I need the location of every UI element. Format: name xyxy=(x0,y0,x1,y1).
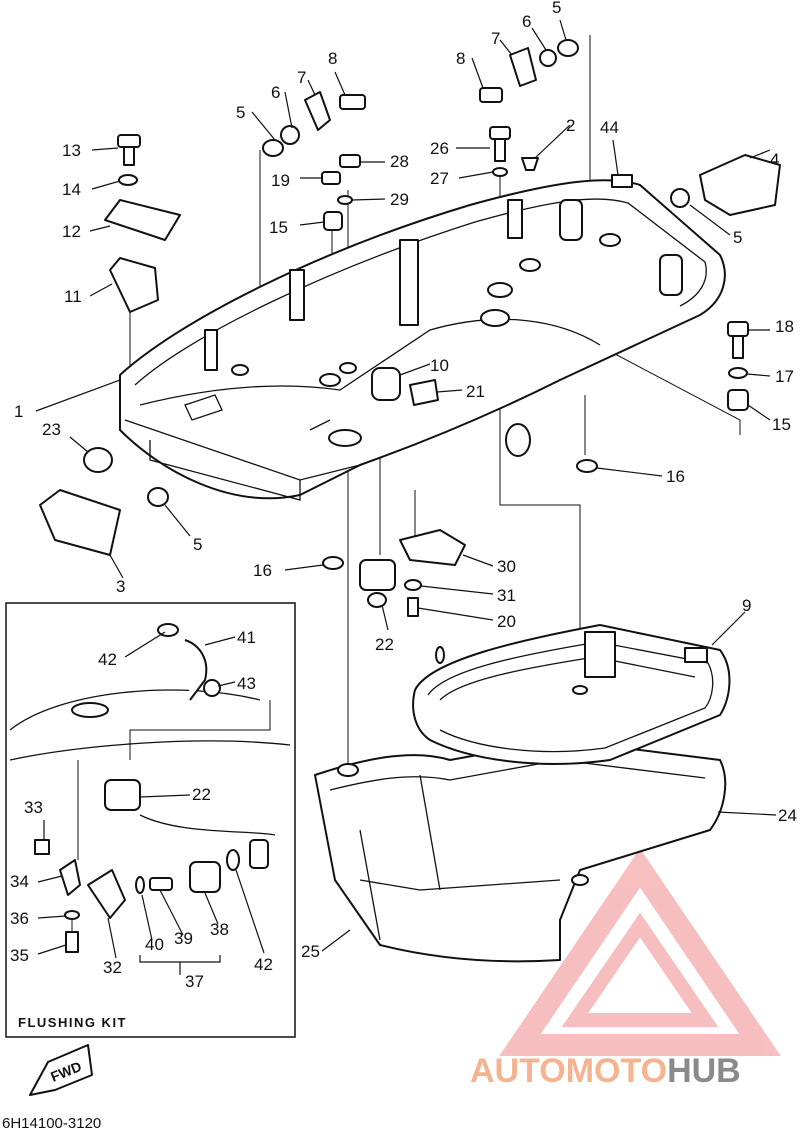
callout-c6a: 6 xyxy=(271,83,280,102)
callout-c2: 2 xyxy=(566,116,575,135)
callout-c24: 24 xyxy=(778,806,797,825)
callout-c18: 18 xyxy=(775,317,794,336)
callout-c7b: 7 xyxy=(491,29,500,48)
callout-c33: 33 xyxy=(24,798,43,817)
callout-c5c: 5 xyxy=(733,228,742,247)
callout-c40: 40 xyxy=(145,935,164,954)
callout-c7a: 7 xyxy=(297,68,306,87)
callout-c3: 3 xyxy=(116,577,125,596)
callout-c16a: 16 xyxy=(253,561,272,580)
fwd-arrow xyxy=(29,1044,93,1096)
callout-c44: 44 xyxy=(600,118,619,137)
callout-c20: 20 xyxy=(497,612,516,631)
callout-c26: 26 xyxy=(430,139,449,158)
callout-c4: 4 xyxy=(770,150,779,169)
callout-c42b: 42 xyxy=(254,955,273,974)
callout-c30: 30 xyxy=(497,557,516,576)
callout-c8b: 8 xyxy=(456,49,465,68)
callout-c5a: 5 xyxy=(236,103,245,122)
callout-c14: 14 xyxy=(62,180,81,199)
callout-c5d: 5 xyxy=(193,535,202,554)
callout-c34: 34 xyxy=(10,872,29,891)
callout-c1: 1 xyxy=(14,402,23,421)
callout-c41: 41 xyxy=(237,628,256,647)
callout-c22b: 22 xyxy=(192,785,211,804)
lower-cover-and-seal xyxy=(314,624,731,963)
callout-c11: 11 xyxy=(64,287,82,306)
callout-c27: 27 xyxy=(430,169,449,188)
watermark-text: AUTOMOTOHUB xyxy=(470,1052,741,1090)
callout-c12: 12 xyxy=(62,222,81,241)
callout-c8a: 8 xyxy=(328,49,337,68)
callout-c31: 31 xyxy=(497,586,516,605)
leader-lines xyxy=(35,19,777,959)
callout-c9: 9 xyxy=(742,596,751,615)
callout-c43: 43 xyxy=(237,674,256,693)
callout-c36: 36 xyxy=(10,909,29,928)
callout-c6b: 6 xyxy=(522,12,531,31)
watermark-text-part1: AUTOMOTO xyxy=(470,1052,667,1090)
callout-c15b: 15 xyxy=(772,415,791,434)
watermark-logo xyxy=(499,848,781,1056)
diagram-code: 6H14100-3120 xyxy=(2,1115,101,1132)
callout-c17: 17 xyxy=(775,367,794,386)
callout-c25: 25 xyxy=(301,942,320,961)
callout-c19: 19 xyxy=(271,171,290,190)
callout-c32: 32 xyxy=(103,958,122,977)
watermark-text-part2: HUB xyxy=(667,1052,741,1090)
callout-c39: 39 xyxy=(174,929,193,948)
callout-c16b: 16 xyxy=(666,467,685,486)
callout-c22a: 22 xyxy=(375,635,394,654)
callout-c35: 35 xyxy=(10,946,29,965)
callout-c15a: 15 xyxy=(269,218,288,237)
callout-c37: 37 xyxy=(185,972,204,991)
bottom-cowling xyxy=(119,179,726,501)
callout-c28: 28 xyxy=(390,152,409,171)
callout-c10: 10 xyxy=(430,356,449,375)
callout-c29: 29 xyxy=(390,190,409,209)
callout-c42a: 42 xyxy=(98,650,117,669)
flushing-kit-frame xyxy=(5,602,296,1038)
flushing-kit xyxy=(5,602,296,1038)
flushing-kit-title: FLUSHING KIT xyxy=(18,1015,127,1030)
callout-c13: 13 xyxy=(62,141,81,160)
callout-c5b: 5 xyxy=(552,0,561,17)
hardware-parts xyxy=(39,39,781,617)
callout-c23: 23 xyxy=(42,420,61,439)
callout-c38: 38 xyxy=(210,920,229,939)
callout-c21: 21 xyxy=(466,382,485,401)
